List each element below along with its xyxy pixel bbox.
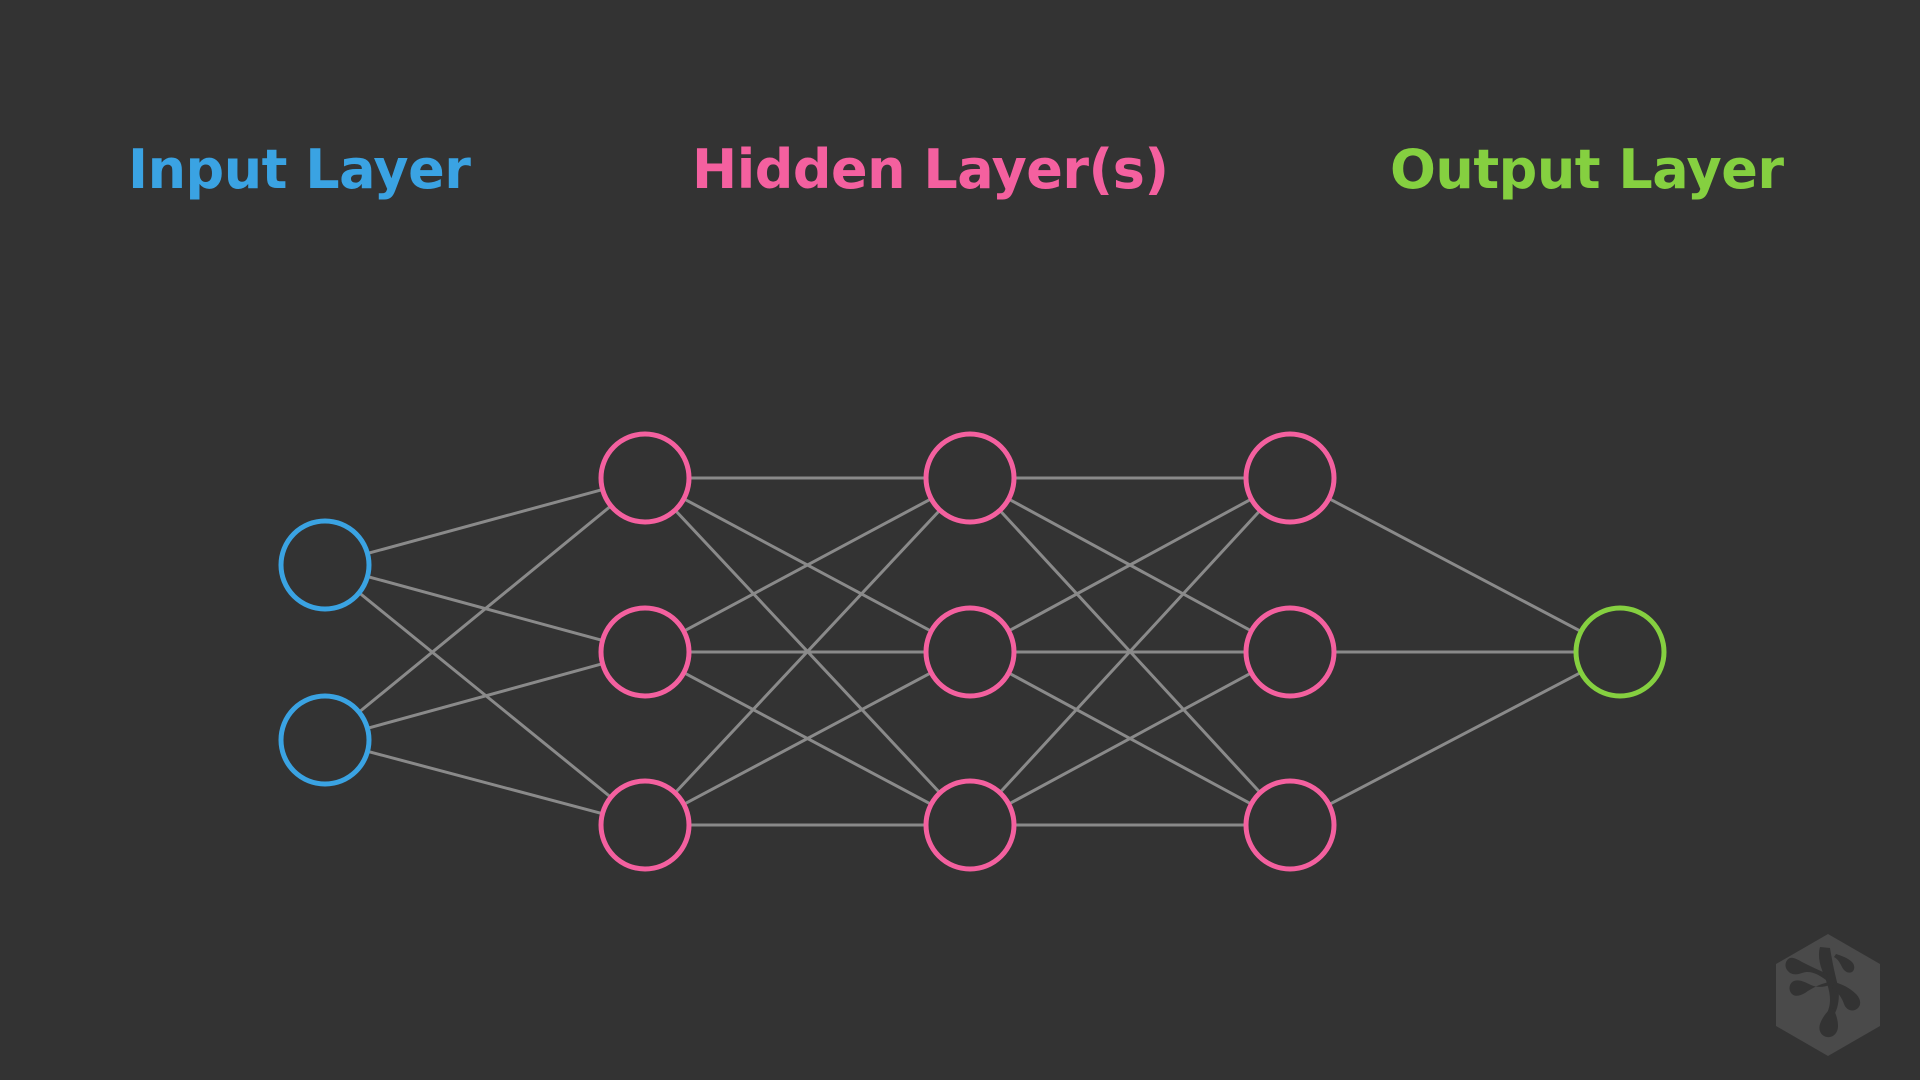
connection-edge — [1007, 497, 1253, 633]
connection-edge — [1007, 671, 1253, 806]
treehouse-hexagon-logo-icon — [1768, 930, 1888, 1060]
hidden-layer-label: Hidden Layer(s) — [692, 138, 1169, 201]
input-layer-label: Input Layer — [128, 138, 471, 201]
connection-edge — [366, 749, 604, 816]
branch-glyph — [1785, 947, 1861, 1038]
neuron-node-hidden3-1[interactable] — [1243, 431, 1337, 525]
neuron-node-hidden3-2[interactable] — [1243, 605, 1337, 699]
neuron-node-output-1[interactable] — [1573, 605, 1667, 699]
neuron-node-input-2[interactable] — [278, 693, 372, 787]
neuron-node-input-1[interactable] — [278, 518, 372, 612]
neuron-node-hidden1-2[interactable] — [598, 605, 692, 699]
connection-edge — [673, 508, 942, 795]
neuron-node-hidden2-2[interactable] — [923, 605, 1017, 699]
connection-edge — [998, 508, 1262, 795]
connection-edge — [682, 497, 933, 633]
neuron-node-hidden2-3[interactable] — [923, 778, 1017, 872]
connection-edge — [682, 671, 933, 806]
connection-edge — [365, 662, 605, 730]
node-group — [278, 431, 1667, 872]
connection-edge — [1327, 670, 1583, 807]
neuron-node-hidden1-3[interactable] — [598, 778, 692, 872]
neuron-node-hidden2-1[interactable] — [923, 431, 1017, 525]
connection-edge — [357, 504, 613, 714]
neuron-node-hidden1-1[interactable] — [598, 431, 692, 525]
output-layer-label: Output Layer — [1390, 138, 1784, 201]
neuron-node-hidden3-3[interactable] — [1243, 778, 1337, 872]
connection-edge — [1327, 497, 1583, 633]
edge-group — [357, 476, 1583, 827]
connection-edge — [365, 488, 605, 555]
